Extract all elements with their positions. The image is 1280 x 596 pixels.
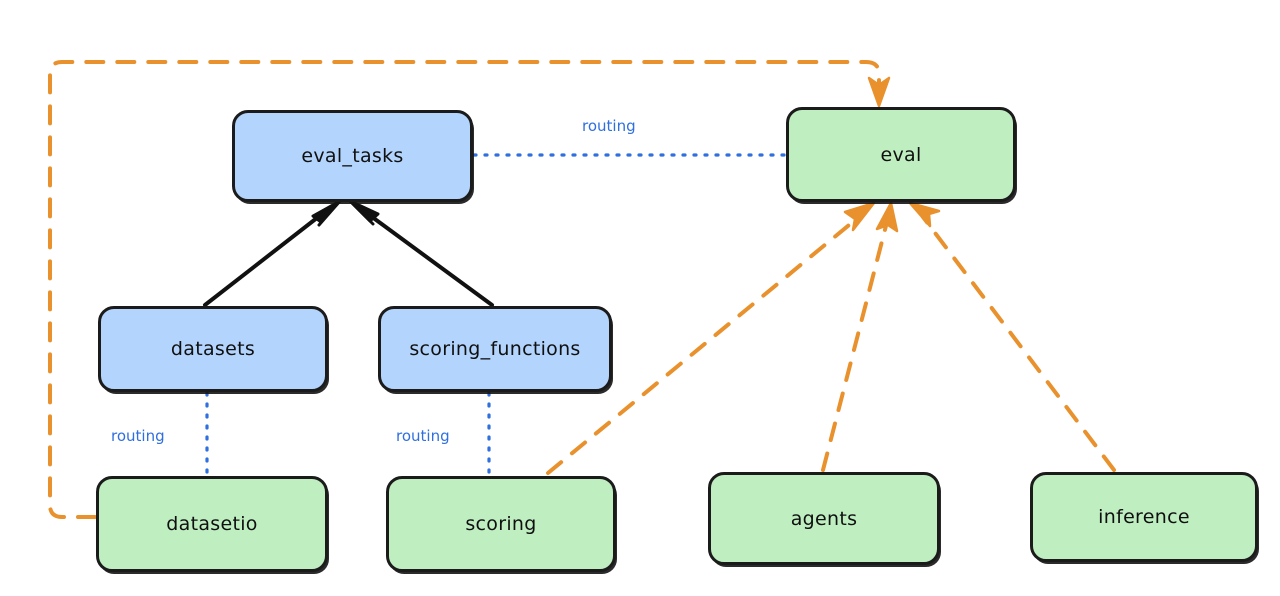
node-agents[interactable]: agents — [708, 472, 940, 565]
node-scoring-functions[interactable]: scoring_functions — [378, 306, 612, 392]
edge-label-routing-scoring-functions-scoring: routing — [396, 427, 450, 445]
edge-scoring-to-eval — [546, 201, 876, 475]
edge-inference-to-eval — [908, 201, 1116, 472]
node-inference[interactable]: inference — [1030, 472, 1258, 562]
node-datasets[interactable]: datasets — [98, 306, 328, 392]
node-eval[interactable]: eval — [786, 107, 1016, 202]
edge-label-routing-eval-tasks-eval: routing — [582, 117, 636, 135]
node-datasetio[interactable]: datasetio — [96, 476, 328, 572]
edge-datasets-to-eval_tasks — [203, 199, 342, 307]
edge-label-routing-datasets-datasetio: routing — [111, 427, 165, 445]
node-label-eval: eval — [880, 143, 922, 166]
node-label-datasets: datasets — [170, 338, 256, 360]
node-label-datasetio: datasetio — [166, 513, 258, 535]
edge-agents-to-eval — [821, 201, 899, 472]
node-label-scoring: scoring — [465, 513, 537, 535]
node-label-inference: inference — [1098, 506, 1190, 528]
edge-scoring_functions-to-eval_tasks — [348, 199, 494, 307]
node-label-agents: agents — [790, 507, 858, 530]
node-label-eval-tasks: eval_tasks — [301, 145, 404, 167]
node-scoring[interactable]: scoring — [386, 476, 616, 572]
node-label-scoring-functions: scoring_functions — [409, 338, 581, 360]
edge-datasetio-to-eval — [48, 60, 891, 519]
node-eval-tasks[interactable]: eval_tasks — [232, 110, 473, 202]
